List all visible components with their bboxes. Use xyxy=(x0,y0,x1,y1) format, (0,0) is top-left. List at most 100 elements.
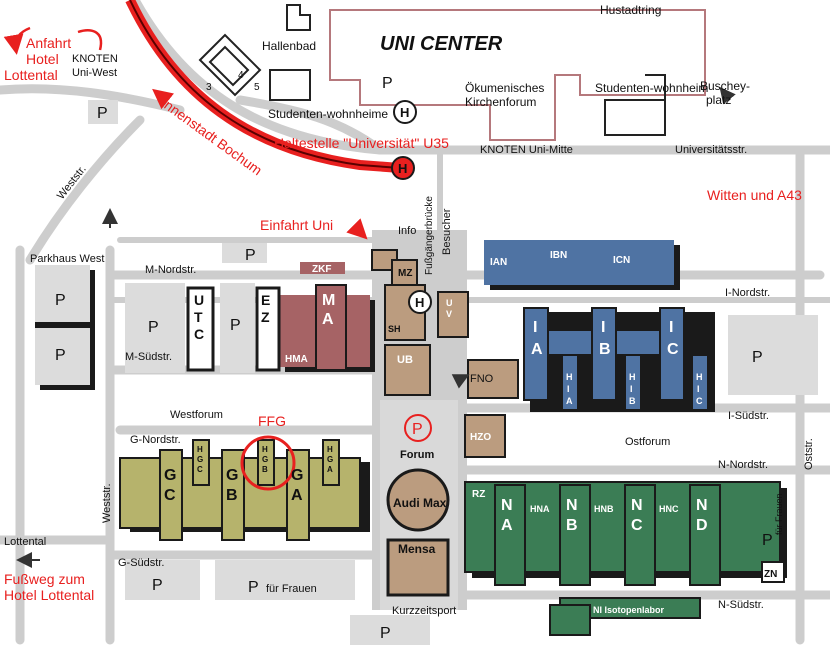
building-label: B xyxy=(629,396,636,406)
parking-icon: P xyxy=(97,105,108,122)
parking-icon: P xyxy=(230,317,241,334)
parking-icon: P xyxy=(380,625,391,642)
uni-center-title: UNI CENTER xyxy=(380,33,503,55)
building-label: D xyxy=(696,517,708,534)
street-label: M-Nordstr. xyxy=(145,264,196,276)
building-number: 3 xyxy=(206,82,212,93)
parking-icon xyxy=(404,414,432,442)
building-label: SH xyxy=(388,324,401,334)
building-label: A xyxy=(531,341,543,358)
building-label: B xyxy=(226,487,238,504)
junction-label: Uni-West xyxy=(72,67,117,79)
visitor-label: Besucher xyxy=(441,208,453,255)
approach-label: Anfahrt xyxy=(26,35,71,51)
mensa xyxy=(386,538,450,597)
tram-stop-icon: H xyxy=(398,161,407,176)
street-label: Weststr. xyxy=(101,483,113,523)
parking-icon: P xyxy=(148,319,159,336)
building-label: NI Isotopenlabor xyxy=(593,605,665,615)
building-label: C xyxy=(197,465,203,474)
building-label: ZKF xyxy=(312,264,331,275)
building-label: IBN xyxy=(550,250,567,261)
approach-label: Lottental xyxy=(4,67,58,83)
church-label: Kirchenforum xyxy=(465,95,536,109)
building-label: MZ xyxy=(398,268,412,279)
garage-label: Parkhaus West xyxy=(30,253,104,265)
building-label: HNC xyxy=(659,504,679,514)
building-number: 5 xyxy=(254,82,260,93)
parking-icon: P xyxy=(55,292,66,309)
residence-label: Studenten-wohnheime xyxy=(268,107,388,121)
building-label: A xyxy=(501,517,513,534)
parking-icon: P xyxy=(762,532,773,549)
building-label: T xyxy=(194,309,203,325)
building-label: Mensa xyxy=(398,542,436,556)
sport-label: Kurzzeitsport xyxy=(392,605,456,617)
building-label: V xyxy=(446,309,452,319)
street-label: I-Südstr. xyxy=(728,410,769,422)
building-label: IAN xyxy=(490,257,507,268)
building-label: H xyxy=(197,445,203,454)
parkhaus-west xyxy=(35,265,95,390)
building-label: H xyxy=(327,445,333,454)
parking-icon: P xyxy=(152,577,163,594)
building-labels: U T C E Z M A HMA ZKF MZ SH U V UB HZO A… xyxy=(164,250,777,615)
building-zkf xyxy=(300,262,345,274)
audimax xyxy=(386,468,450,532)
building-label: C xyxy=(696,396,703,406)
helicopter-pad-icon: H xyxy=(400,105,409,120)
building-label: G xyxy=(197,455,203,464)
building-label: A xyxy=(566,396,573,406)
building-label: G xyxy=(291,467,303,484)
building-label: U xyxy=(194,292,204,308)
area-label: Westforum xyxy=(170,409,223,421)
building-utc xyxy=(186,286,215,372)
forum-label: Forum xyxy=(400,449,434,461)
street-label: Oststr. xyxy=(803,438,815,470)
building-label: HNB xyxy=(594,504,614,514)
parking-icon: P xyxy=(55,347,66,364)
building-label: A xyxy=(322,311,334,328)
street-label: I-Nordstr. xyxy=(725,287,770,299)
building-label: I xyxy=(630,384,633,394)
parking-areas xyxy=(88,100,818,645)
building-label: ZN xyxy=(764,569,777,580)
building-label: I xyxy=(533,319,537,336)
building-label: I xyxy=(567,384,570,394)
building-label: G xyxy=(226,467,238,484)
footpath-label: Hotel Lottental xyxy=(4,587,94,603)
residence-outlines xyxy=(198,4,666,136)
gray-arrows xyxy=(16,86,736,568)
building-label: C xyxy=(194,326,204,342)
parking-markers: P P P P P P P P P P P P P xyxy=(55,75,773,642)
building-label: C xyxy=(164,487,176,504)
building-ez xyxy=(255,286,281,372)
street-label: N-Südstr. xyxy=(718,599,764,611)
building-label: N xyxy=(696,497,708,514)
building-label: C xyxy=(667,341,679,358)
red-arrows xyxy=(3,26,368,240)
street-label: G-Nordstr. xyxy=(130,434,181,446)
building-number: 4 xyxy=(238,70,244,81)
building-label: B xyxy=(599,341,611,358)
building-label: N xyxy=(631,497,643,514)
building-label: UB xyxy=(397,354,413,366)
building-label: H xyxy=(566,372,573,382)
parking-icon: P xyxy=(245,247,256,264)
church-label: Ökumenisches xyxy=(465,81,544,95)
building-label: I xyxy=(669,319,673,336)
street-label: G-Südstr. xyxy=(118,557,164,569)
building-label: I xyxy=(697,384,700,394)
building-label: B xyxy=(566,517,578,534)
street-label: M-Südstr. xyxy=(125,351,172,363)
street-label: N-Nordstr. xyxy=(718,459,768,471)
building-zn xyxy=(761,561,785,583)
building-label: H xyxy=(696,372,703,382)
women-parking-label: für Frauen xyxy=(774,493,784,535)
junction-label: KNOTEN xyxy=(72,53,118,65)
building-label: A xyxy=(327,465,333,474)
i-buildings xyxy=(484,240,715,412)
